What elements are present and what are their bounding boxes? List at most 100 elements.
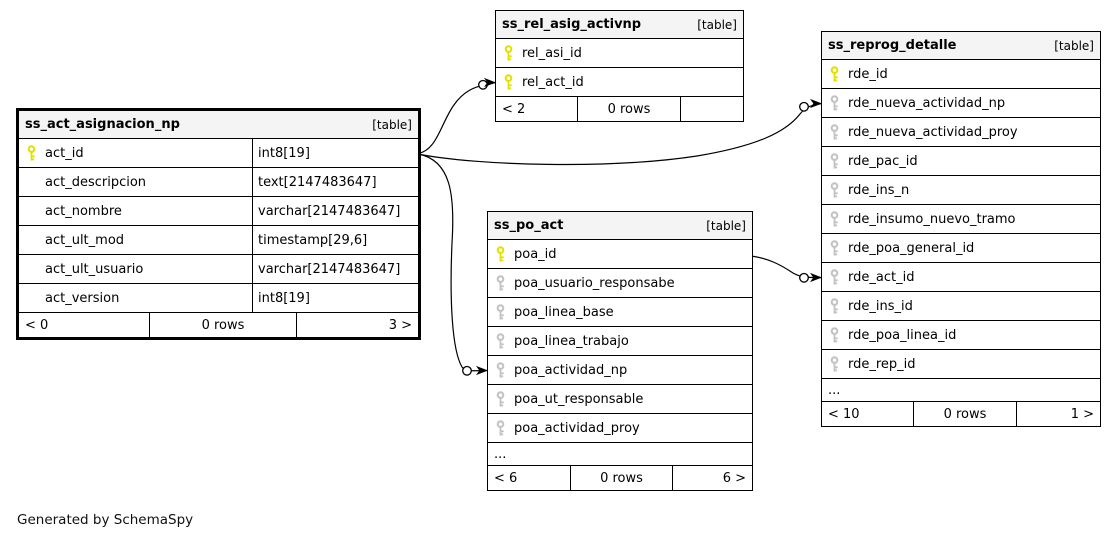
ellipsis-label: ... [494,446,507,462]
foreign-key-icon [827,181,842,199]
table-name[interactable]: ss_rel_asig_activnp [502,17,642,32]
column-row-rde_ins_id: rde_ins_id [822,291,1100,320]
footer-pager-right: 3 > [296,313,418,337]
column-name: poa_id [514,246,557,262]
more-columns-row: ... [488,442,752,465]
table-name[interactable]: ss_po_act [494,218,564,233]
table-type-tag: [table] [1054,38,1094,53]
column-row-poa_linea_base: poa_linea_base [488,297,752,326]
column-row-poa_actividad_np: poa_actividad_np [488,355,752,384]
foreign-key-icon [493,332,508,350]
column-row-rel_act_id: rel_act_id [496,67,743,96]
column-row-rde_act_id: rde_act_id [822,262,1100,291]
footer-row-count: 0 rows [913,402,1016,426]
foreign-key-icon [827,326,842,344]
generated-by-label: Generated by SchemaSpy [17,512,194,528]
footer-row-count: 0 rows [577,97,680,121]
column-name: rel_act_id [522,74,584,90]
column-row-rde_nueva_actividad_proy: rde_nueva_actividad_proy [822,117,1100,146]
primary-key-icon [24,144,39,162]
column-type: int8[19] [252,284,418,312]
column-row-rde_poa_general_id: rde_poa_general_id [822,233,1100,262]
column-name: rde_id [848,66,888,82]
column-row-rde_nueva_actividad_np: rde_nueva_actividad_np [822,88,1100,117]
more-columns-row: ... [822,378,1100,401]
column-name: rde_ins_id [848,298,913,314]
column-name: rde_ins_n [848,182,910,198]
ellipsis-label: ... [828,382,841,398]
primary-key-icon [501,73,516,91]
column-name: poa_ut_responsable [514,391,644,407]
table-ss-po-act[interactable]: ss_po_act[table] poa_id poa_usuario_respon… [487,211,753,491]
table-header[interactable]: ss_act_asignacion_np [table] [19,111,418,138]
column-row-rde_insumo_nuevo_tramo: rde_insumo_nuevo_tramo [822,204,1100,233]
column-name: poa_linea_base [514,304,614,320]
column-row-poa_id: poa_id [488,239,752,268]
connector-arrowhead [484,77,496,88]
connector-zero-circle [462,365,472,376]
footer-pager-right: 1 > [1016,402,1100,426]
table-type-tag: [table] [697,17,737,32]
primary-key-icon [501,44,516,62]
table-name[interactable]: ss_reprog_detalle [828,38,957,53]
column-row-rde_pac_id: rde_pac_id [822,146,1100,175]
column-row-rde_id: rde_id [822,59,1100,88]
foreign-key-icon [827,239,842,257]
table-ss-reprog-detalle[interactable]: ss_reprog_detalle [table] rde_id rde_nueva_… [821,31,1101,427]
table-footer: < 2 0 rows [496,96,743,121]
table-header[interactable]: ss_reprog_detalle [table] [822,32,1100,59]
column-name: act_version [45,290,120,306]
column-name: rde_insumo_nuevo_tramo [848,211,1016,227]
foreign-key-icon [827,210,842,228]
connector-arrowhead [810,272,822,283]
column-name: poa_actividad_np [514,362,628,378]
column-name: act_nombre [45,203,122,219]
column-row-poa_ut_responsable: poa_ut_responsable [488,384,752,413]
primary-key-icon [827,65,842,83]
column-row-rde_poa_linea_id: rde_poa_linea_id [822,320,1100,349]
footer-pager-left: < 10 [828,406,860,422]
connector-zero-circle [799,272,809,283]
column-name: poa_actividad_proy [514,420,640,436]
foreign-key-icon [493,419,508,437]
foreign-key-icon [493,274,508,292]
foreign-key-icon [827,152,842,170]
table-type-tag: [table] [372,117,412,132]
table-ss-rel-asig-activnp[interactable]: ss_rel_asig_activnp [table] rel_asi_id rel_… [495,10,744,122]
column-row-poa_actividad_proy: poa_actividad_proy [488,413,752,442]
column-name: rde_pac_id [848,153,918,169]
table-header[interactable]: ss_rel_asig_activnp [table] [496,11,743,38]
footer-pager-left: < 2 [502,101,526,117]
column-type: int8[19] [252,139,418,167]
column-row-rde_ins_n: rde_ins_n [822,175,1100,204]
table-header[interactable]: ss_po_act[table] [488,212,752,239]
column-name: poa_usuario_responsabe [514,275,675,291]
column-name: act_ult_mod [45,232,125,248]
column-row-act_version: act_version int8[19] [19,283,418,312]
connector-arrowhead [810,98,822,109]
foreign-key-icon [827,123,842,141]
column-name: poa_linea_trabajo [514,333,629,349]
connector-arrowhead [476,365,488,376]
footer-pager-left: < 0 [25,317,49,333]
footer-pager-left: < 6 [494,470,518,486]
column-row-poa_usuario_responsabe: poa_usuario_responsabe [488,268,752,297]
foreign-key-icon [827,268,842,286]
footer-row-count: 0 rows [570,466,672,490]
foreign-key-icon [827,355,842,373]
column-name: rde_rep_id [848,356,916,372]
column-row-rde_rep_id: rde_rep_id [822,349,1100,378]
column-name: rde_act_id [848,269,915,285]
column-name: rde_nueva_actividad_proy [848,124,1018,140]
table-name[interactable]: ss_act_asignacion_np [25,117,180,132]
column-row-rel_asi_id: rel_asi_id [496,38,743,67]
column-name: rde_nueva_actividad_np [848,95,1006,111]
